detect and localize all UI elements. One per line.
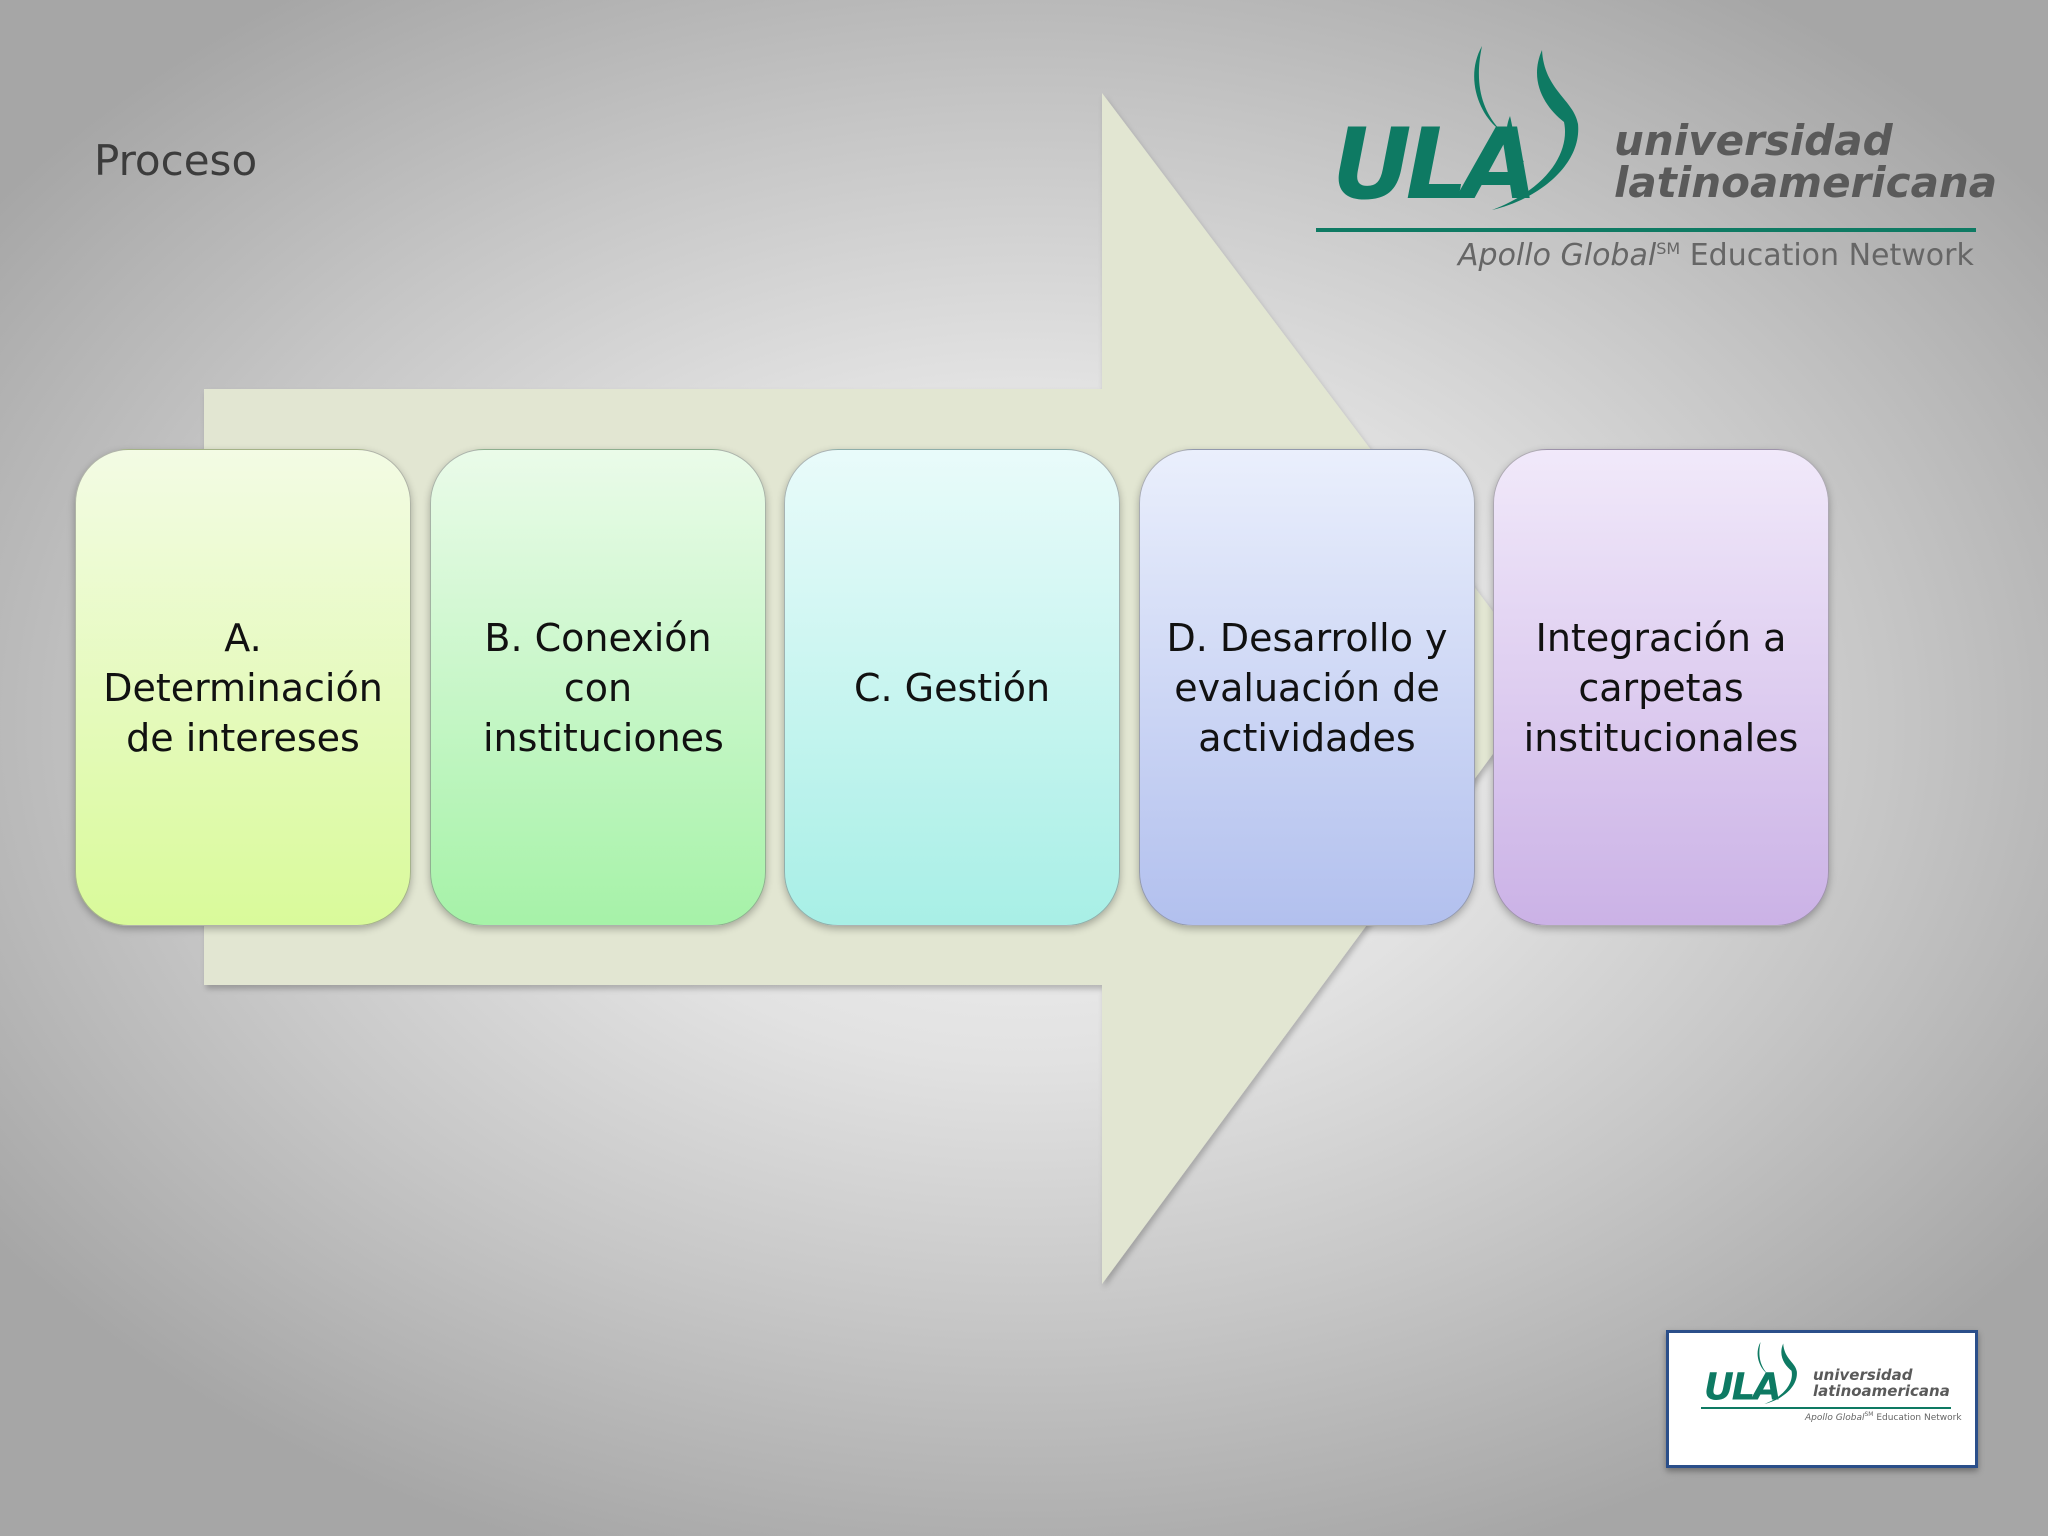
- tagline-brand: Apollo Global: [1458, 238, 1657, 273]
- university-name-line1-small: universidad: [1813, 1366, 1913, 1384]
- step-gestion: C. Gestión: [784, 449, 1120, 926]
- step-integracion-carpetas: Integración a carpetas institucionales: [1493, 449, 1829, 926]
- tagline-sup-small: SM: [1864, 1411, 1874, 1418]
- step-label: A. Determinación de intereses: [103, 615, 383, 760]
- ula-logo-small: ULA universidad latinoamericana Apollo G…: [1666, 1330, 1978, 1468]
- ula-logo-mark-small: ULA: [1704, 1342, 1797, 1407]
- university-name-line1: universidad: [1614, 116, 1893, 165]
- tagline-rest-small: Education Network: [1873, 1413, 1962, 1423]
- step-label: Integración a carpetas institucionales: [1523, 615, 1799, 760]
- university-name-line2-small: latinoamericana: [1813, 1382, 1950, 1400]
- tagline-rest: Education Network: [1680, 238, 1974, 273]
- step-label: D. Desarrollo y evaluación de actividade…: [1166, 615, 1448, 760]
- step-conexion-instituciones: B. Conexión con instituciones: [430, 449, 766, 926]
- university-name-line2: latinoamericana: [1614, 158, 1998, 207]
- ula-logo-mark: ULA: [1332, 46, 1579, 218]
- step-desarrollo-evaluacion: D. Desarrollo y evaluación de actividade…: [1139, 449, 1475, 926]
- ula-logo: ULA universidad latinoamericana Apollo G…: [1310, 38, 1997, 288]
- logo-tagline: Apollo GlobalSM Education Network: [1458, 238, 1974, 273]
- tagline-sup: SM: [1656, 239, 1681, 258]
- step-determinacion-intereses: A. Determinación de intereses: [75, 449, 411, 926]
- logo-rule: [1316, 228, 1976, 232]
- tagline-brand-small: Apollo Global: [1805, 1413, 1865, 1423]
- step-label: C. Gestión: [853, 665, 1051, 710]
- logo-rule-small: [1701, 1407, 1951, 1409]
- slide-title: Proceso: [94, 136, 258, 185]
- ula-logo-mark-text: ULA: [1332, 108, 1532, 218]
- step-label: B. Conexión con instituciones: [483, 615, 724, 760]
- logo-tagline-small: Apollo GlobalSM Education Network: [1805, 1411, 1962, 1423]
- ula-logo-small-mark-text: ULA: [1704, 1365, 1780, 1407]
